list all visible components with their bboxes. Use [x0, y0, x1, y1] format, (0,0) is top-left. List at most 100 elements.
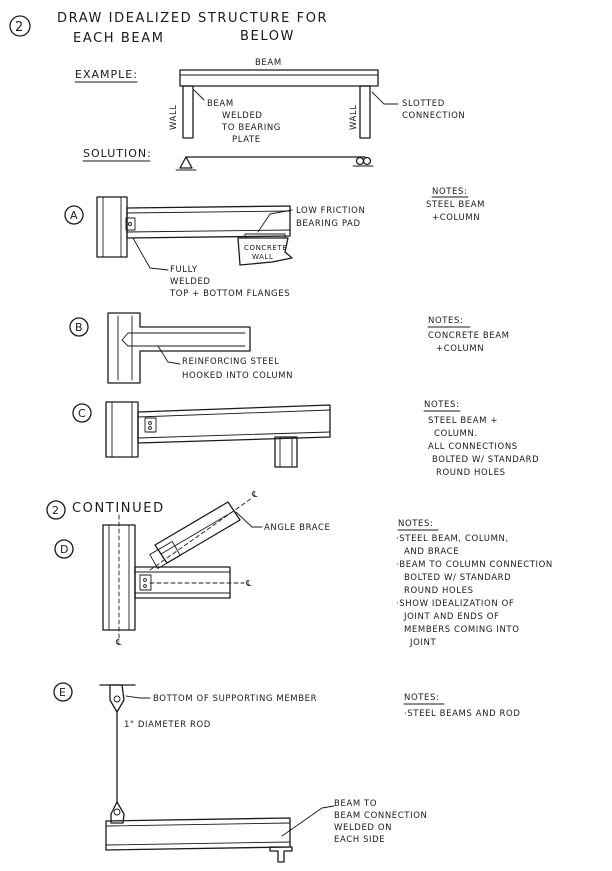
problem-number-circle [9, 15, 31, 37]
part-c-column [105, 401, 139, 458]
part-e-supporting-beam-section [269, 846, 293, 863]
part-c-clip-angle [144, 417, 157, 433]
part-e-bottom-pin-icon [113, 808, 121, 816]
example-left-leader [193, 89, 205, 101]
part-e-callout-top: BOTTOM OF SUPPORTING MEMBER [153, 694, 317, 704]
part-e-top-clevis [109, 684, 125, 713]
example-right-leader [371, 91, 399, 105]
part-b-leader [157, 345, 181, 365]
part-d-beam-cl-icon: ℄ [245, 579, 252, 589]
part-b-callout-1: REINFORCING STEEL [182, 357, 280, 367]
part-a-weld-leader [132, 237, 169, 271]
example-beam-label: BEAM [255, 58, 282, 68]
part-c-notes-heading: NOTES: [424, 400, 459, 410]
part-e-callout-bottom-3: WELDED ON [334, 823, 392, 833]
example-right-wall [359, 85, 371, 139]
part-c-note-1: STEEL BEAM + [428, 416, 498, 426]
part-e-bottom-leader [281, 805, 335, 837]
part-b-concrete-frame [107, 312, 251, 384]
part-e-top-leader [125, 695, 151, 699]
part-d-note-6: ·SHOW IDEALIZATION OF [396, 599, 514, 609]
problem-number: 2 [15, 20, 25, 35]
part-b-hooked-rebar [121, 332, 246, 347]
example-left-note-3: TO BEARING [221, 123, 281, 133]
example-left-wall-label: WALL [169, 104, 179, 130]
part-d-note-5: ROUND HOLES [404, 586, 474, 596]
part-a-callout-bottom-3: TOP + BOTTOM FLANGES [169, 289, 290, 299]
part-e-notes-heading: NOTES: [404, 693, 439, 703]
part-d-note-9: JOINT [409, 638, 436, 648]
part-d-notes-heading: NOTES: [398, 519, 433, 529]
part-c-bolt-2-icon [148, 426, 152, 430]
part-a-pad-leader [257, 209, 293, 233]
part-d-note-1: ·STEEL BEAM, COLUMN, [396, 534, 509, 544]
part-d-note-7: JOINT AND ENDS OF [403, 612, 500, 622]
part-c-beam [137, 404, 331, 444]
solution-label: SOLUTION: [83, 147, 152, 160]
part-d-note-8: MEMBERS COMING INTO [404, 625, 520, 635]
part-c-beam-bottom-flange [137, 431, 331, 439]
part-a-letter-circle [64, 205, 84, 225]
pin-support-icon [179, 156, 193, 169]
part-c-note-5: ROUND HOLES [436, 468, 506, 478]
part-a-notes-heading: NOTES: [432, 187, 467, 197]
part-d-column-cl-icon: ℄ [115, 638, 122, 648]
part-d-brace-centerline [149, 497, 253, 571]
part-a-shear-tab [125, 217, 136, 231]
part-e-top-pin-icon [113, 695, 121, 703]
part-a-bolt-icon [128, 222, 132, 226]
roller-left-wheel-icon [355, 156, 365, 166]
part-c-support-column [274, 436, 298, 468]
title-line-2b: BELOW [240, 29, 295, 44]
part-c-beam-top-flange [137, 409, 331, 418]
part-d-callout: ANGLE BRACE [264, 523, 331, 533]
part-b-callout-2: HOOKED INTO COLUMN [182, 371, 293, 381]
part-c-note-3: ALL CONNECTIONS [428, 442, 518, 452]
part-d-bolt-2-icon [143, 584, 147, 588]
part-a-callout-right-1: LOW FRICTION [296, 206, 365, 216]
part-e-rod-label: 1" DIAMETER ROD [124, 720, 211, 730]
part-c-bolt-1-icon [148, 421, 152, 425]
part-b-letter: B [75, 321, 84, 334]
part-d-brace-leg [160, 510, 235, 555]
part-d-leader [235, 511, 263, 528]
part-b-notes-heading: NOTES: [428, 316, 463, 326]
part-a-column [96, 196, 128, 258]
part-a-note-2: +COLUMN [432, 213, 480, 223]
example-label: EXAMPLE: [75, 68, 138, 81]
example-right-note-1: SLOTTED [402, 99, 445, 109]
part-d-brace-cl-icon: ℄ [251, 490, 258, 500]
part-a-callout-bottom-2: WELDED [170, 277, 211, 287]
part-a-beam-bottom-flange [126, 229, 291, 233]
part-a-concrete-label-2: WALL [252, 253, 274, 261]
example-left-note-1: BEAM [207, 99, 234, 109]
part-d-note-3: ·BEAM TO COLUMN CONNECTION [396, 560, 553, 570]
part-c-note-2: COLUMN. [434, 429, 478, 439]
continued-number-circle [46, 500, 66, 520]
part-b-note-2: +COLUMN [436, 344, 484, 354]
part-e-beam-bottom-flange [105, 841, 291, 846]
part-b-note-1: CONCRETE BEAM [428, 331, 510, 341]
part-e-beam [105, 817, 291, 851]
part-d-clip-angle [139, 574, 152, 591]
part-e-bottom-clevis [110, 801, 125, 824]
example-left-wall [182, 85, 194, 139]
part-b-column-rebar [117, 315, 133, 381]
part-a-note-1: STEEL BEAM [426, 200, 485, 210]
part-d-bolt-1-icon [143, 578, 147, 582]
continued-label: CONTINUED [72, 501, 165, 516]
part-d-gusset-plate [149, 541, 181, 569]
part-e-callout-bottom-4: EACH SIDE [334, 835, 385, 845]
roller-right-wheel-icon [362, 156, 372, 166]
part-d-note-2: AND BRACE [404, 547, 459, 557]
continued-number: 2 [52, 504, 60, 517]
part-d-letter-circle [54, 539, 74, 559]
part-c-note-4: BOLTED W/ STANDARD [432, 455, 539, 465]
part-d-beam [134, 566, 231, 599]
part-d-note-4: BOLTED W/ STANDARD [404, 573, 511, 583]
example-left-note-4: PLATE [232, 135, 261, 145]
part-e-note-1: ·STEEL BEAMS AND ROD [404, 709, 520, 719]
part-d-angle-brace [154, 501, 241, 564]
